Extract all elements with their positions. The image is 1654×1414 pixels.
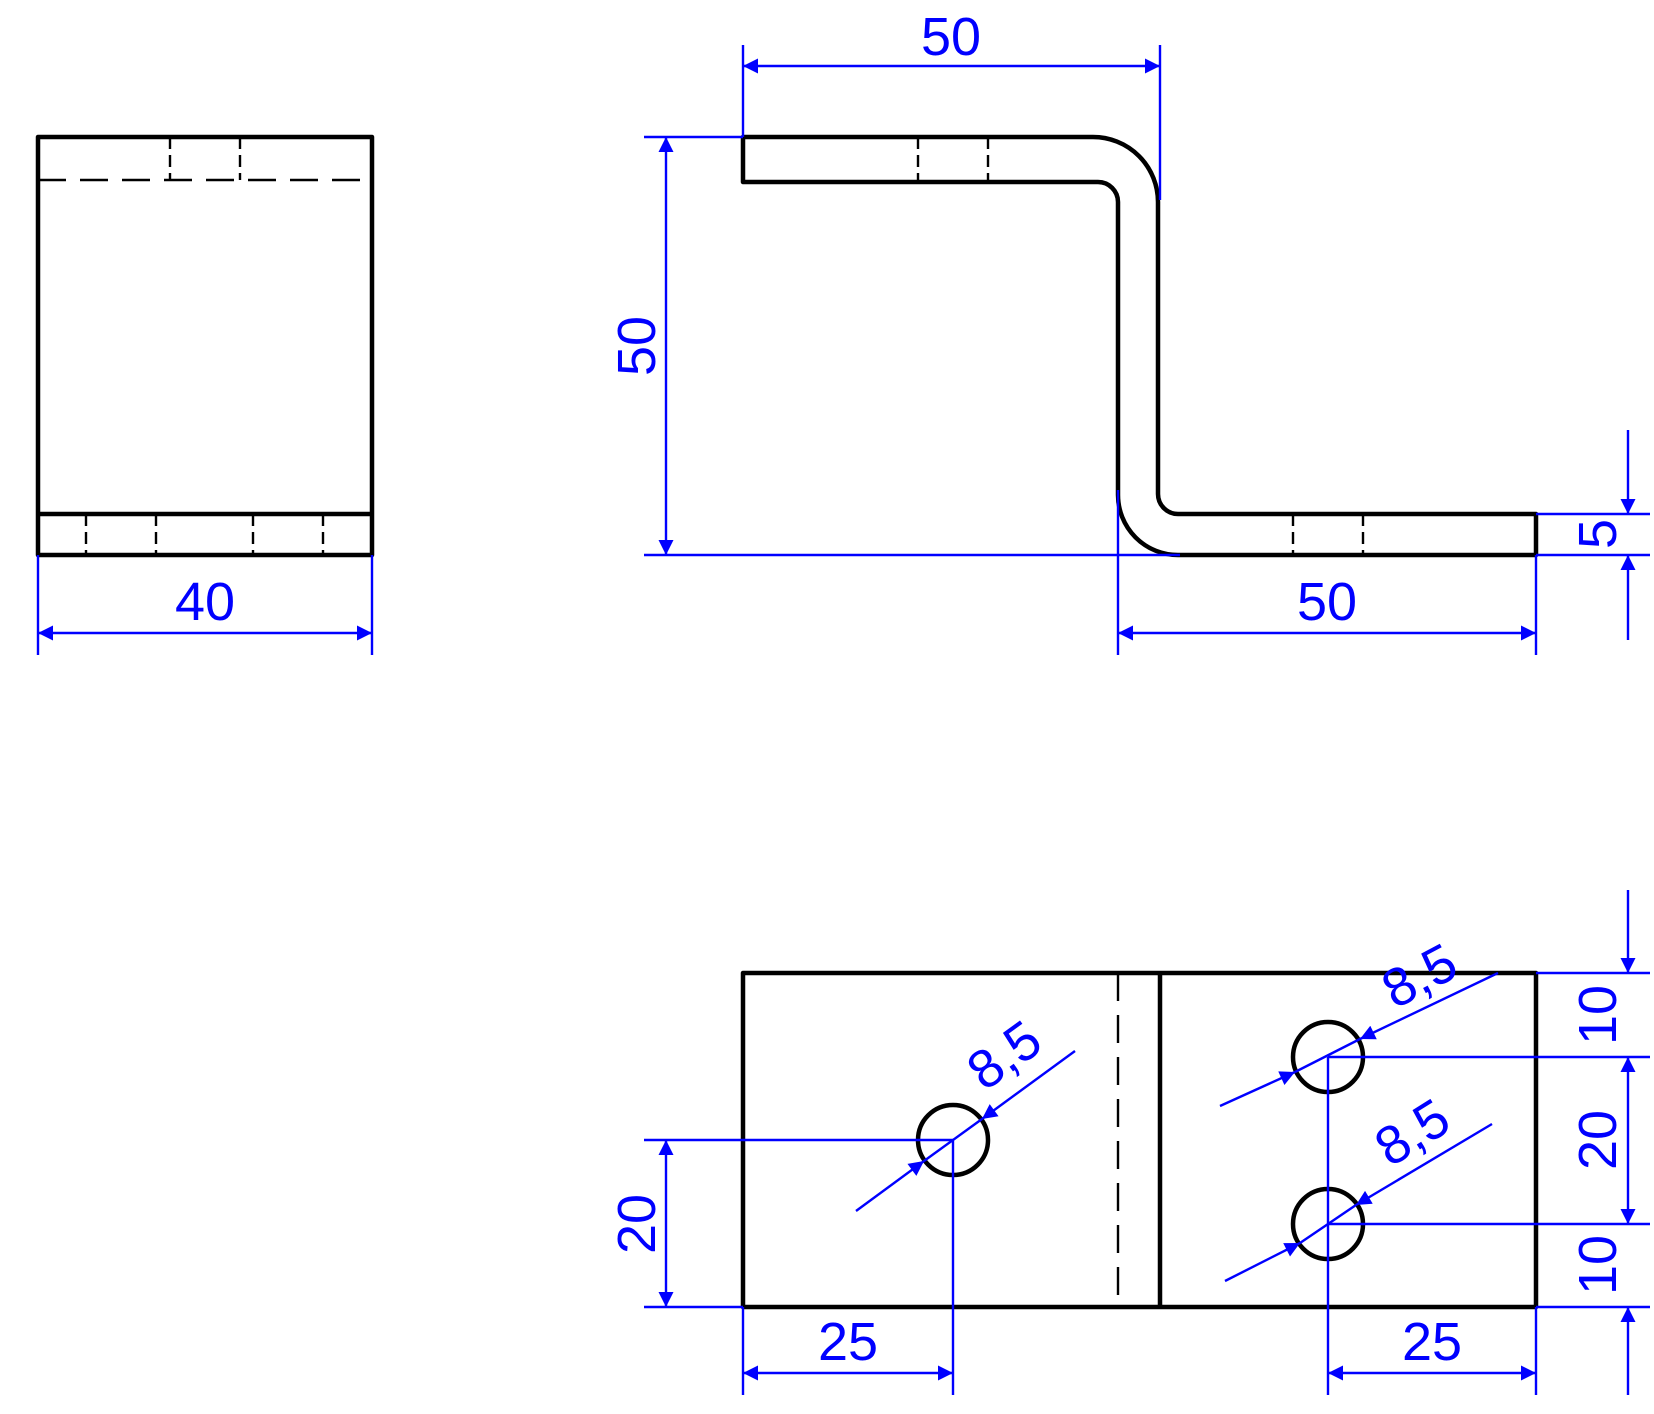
z-bracket-profile [740,134,1539,558]
top-flange-dimension-text: 50 [921,7,981,67]
left-hole-diameter-text: 8,5 [956,1009,1052,1102]
leader-line [1294,1037,1361,1074]
leader-line [855,1160,925,1212]
top-view: 8,5 20 25 8,5 8,5 [607,890,1650,1395]
left-hole-x-dimension: 25 [741,1140,955,1395]
left-hole-diameter-dimension: 8,5 [855,1009,1076,1212]
side-view: 40 [35,134,375,655]
top-flange-dimension: 50 [741,7,1162,200]
leader-line [1359,971,1499,1041]
leader-line [1219,1070,1296,1108]
bottom-flange-dimension-text: 50 [1297,572,1357,632]
front-view: 50 50 50 5 [607,7,1650,655]
right-holes-x-dimension: 25 [1326,1057,1538,1395]
right-holes-y-text-top: 10 [1568,985,1628,1045]
left-hole-x-text: 25 [818,1312,878,1372]
width-dimension-text: 40 [175,572,235,632]
leader-line [1224,1241,1301,1283]
right-holes-y-text-middle: 20 [1568,1110,1628,1170]
width-dimension: 40 [36,555,374,655]
left-hole-y-text: 20 [607,1194,667,1254]
thickness-dimension-text: 5 [1568,519,1628,549]
bottom-flange-dimension: 50 [1116,490,1538,655]
leader-line [981,1050,1076,1120]
thickness-dimension: 5 [1536,430,1650,640]
right-upper-hole-diameter-dimension: 8,5 [1219,932,1499,1108]
height-dimension-text: 50 [607,316,667,376]
right-lower-hole-diameter-text: 8,5 [1365,1087,1460,1178]
right-holes-x-text: 25 [1402,1312,1462,1372]
right-holes-y-dimensions: 10 20 10 [1328,890,1650,1395]
left-hole-y-dimension: 20 [607,1138,953,1309]
leader-line [1355,1122,1493,1207]
right-lower-hole-diameter-dimension: 8,5 [1224,1087,1493,1283]
side-view-outline [35,134,375,558]
right-upper-hole-diameter-text: 8,5 [1372,932,1466,1020]
right-holes-y-text-bottom: 10 [1568,1235,1628,1295]
height-dimension: 50 [607,135,1180,557]
